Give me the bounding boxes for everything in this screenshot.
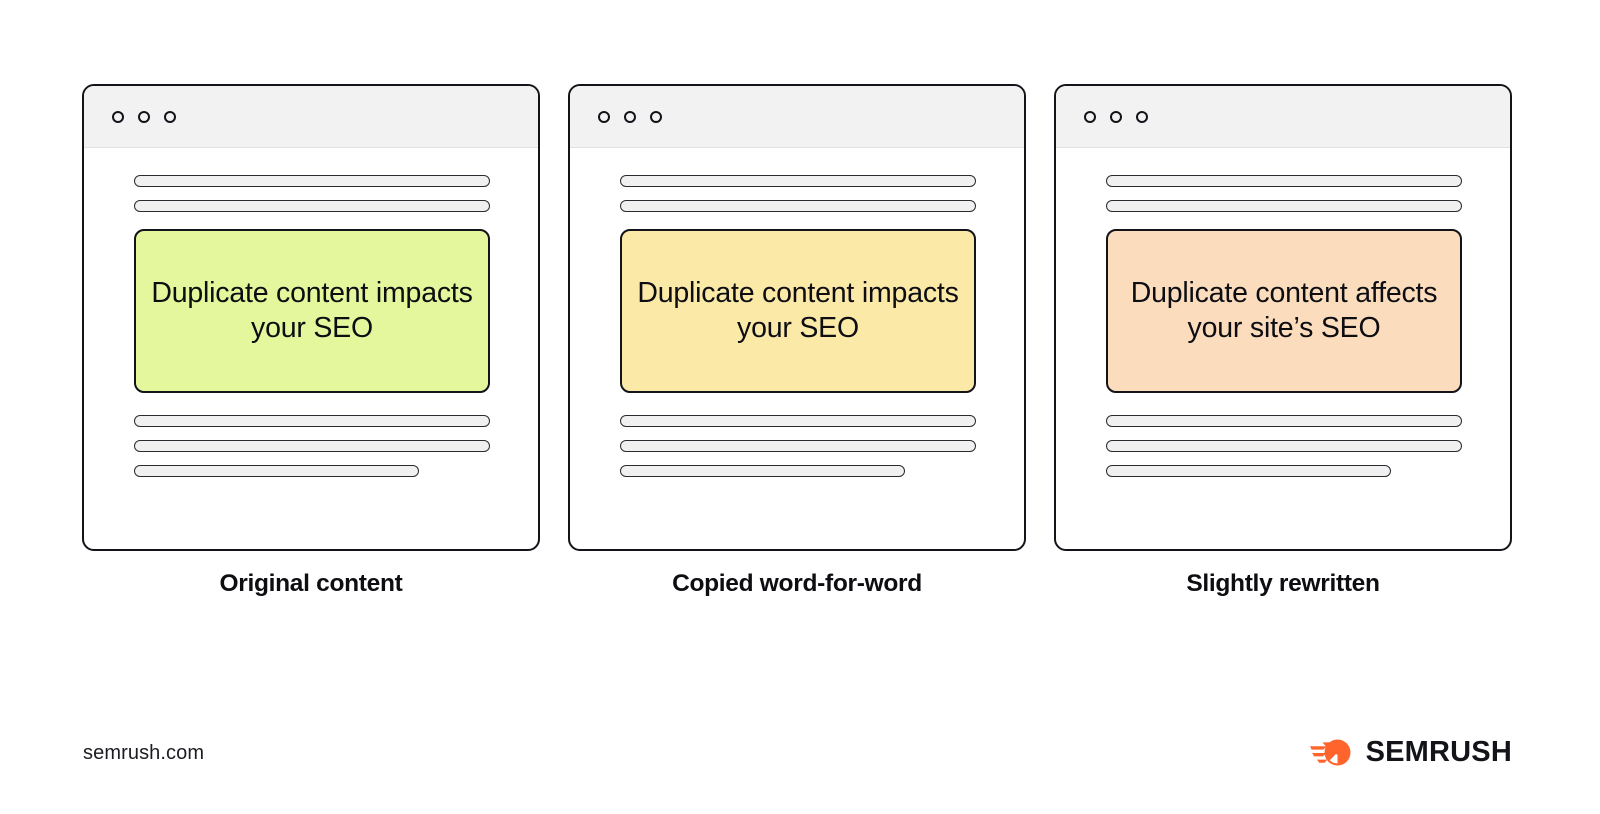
window-dot-icon — [598, 110, 610, 123]
window-dot-icon — [164, 110, 176, 123]
browser-card-copied: Duplicate content impacts your SEO — [568, 84, 1026, 551]
placeholder-line — [620, 440, 976, 452]
placeholder-line — [620, 200, 976, 212]
placeholder-line — [134, 415, 490, 427]
highlight-block-rewritten: Duplicate content affects your site’s SE… — [1106, 229, 1462, 393]
placeholder-lines-bottom — [620, 415, 976, 477]
highlight-text: Duplicate content impacts your SEO — [637, 277, 959, 344]
browser-content: Duplicate content affects your site’s SE… — [1056, 148, 1510, 549]
window-dot-icon — [1084, 110, 1096, 123]
browser-cards-row: Duplicate content impacts your SEO — [82, 84, 1512, 551]
browser-titlebar — [1056, 86, 1510, 148]
window-dot-icon — [138, 110, 150, 123]
captions-row: Original content Copied word-for-word Sl… — [82, 570, 1512, 598]
browser-titlebar — [570, 86, 1024, 148]
semrush-wordmark: SEMRUSH — [1365, 736, 1512, 768]
window-dot-icon — [1110, 110, 1122, 123]
highlight-text: Duplicate content affects your site’s SE… — [1130, 277, 1438, 344]
browser-titlebar — [84, 86, 538, 148]
placeholder-line — [620, 175, 976, 187]
placeholder-lines-top — [1106, 175, 1462, 212]
placeholder-line — [134, 200, 490, 212]
placeholder-lines-top — [620, 175, 976, 212]
highlight-block-copied: Duplicate content impacts your SEO — [620, 229, 976, 393]
highlight-block-original: Duplicate content impacts your SEO — [134, 229, 490, 393]
window-dot-icon — [112, 110, 124, 123]
caption-original: Original content — [219, 570, 403, 597]
window-dot-icon — [650, 110, 662, 123]
placeholder-line — [1106, 415, 1462, 427]
browser-content: Duplicate content impacts your SEO — [570, 148, 1024, 549]
placeholder-line — [620, 465, 905, 477]
browser-card-original: Duplicate content impacts your SEO — [82, 84, 540, 551]
placeholder-line — [134, 175, 490, 187]
placeholder-lines-top — [134, 175, 490, 212]
placeholder-line — [1106, 200, 1462, 212]
placeholder-line — [134, 465, 419, 477]
caption-copied: Copied word-for-word — [672, 570, 922, 597]
caption-rewritten: Slightly rewritten — [1186, 570, 1380, 597]
browser-content: Duplicate content impacts your SEO — [84, 148, 538, 549]
placeholder-line — [1106, 465, 1391, 477]
window-dot-icon — [1136, 110, 1148, 123]
semrush-logo: SEMRUSH — [1309, 736, 1512, 769]
footer-source-url: semrush.com — [83, 742, 205, 764]
placeholder-lines-bottom — [134, 415, 490, 477]
browser-card-rewritten: Duplicate content affects your site’s SE… — [1054, 84, 1512, 551]
placeholder-line — [1106, 440, 1462, 452]
semrush-comet-icon — [1309, 739, 1351, 766]
highlight-text: Duplicate content impacts your SEO — [151, 277, 473, 344]
placeholder-line — [1106, 175, 1462, 187]
placeholder-line — [620, 415, 976, 427]
window-dot-icon — [624, 110, 636, 123]
placeholder-line — [134, 440, 490, 452]
placeholder-lines-bottom — [1106, 415, 1462, 477]
